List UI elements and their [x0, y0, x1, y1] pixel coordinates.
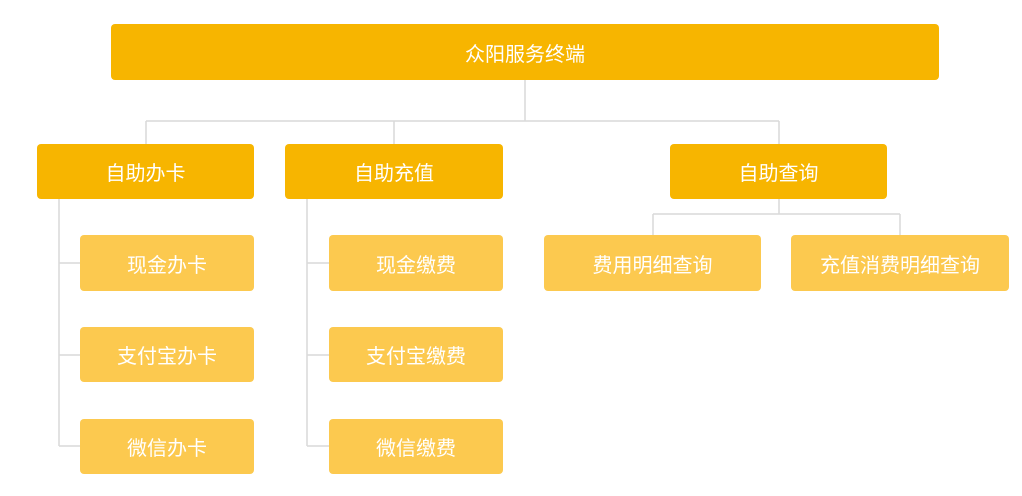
node-recharge-alipay[interactable]: 支付宝缴费 [329, 327, 503, 382]
node-query-fee-detail[interactable]: 费用明细查询 [544, 235, 761, 291]
node-query-recharge-consume-detail[interactable]: 充值消费明细查询 [791, 235, 1009, 291]
node-card-alipay[interactable]: 支付宝办卡 [80, 327, 254, 382]
node-recharge-wechat[interactable]: 微信缴费 [329, 419, 503, 474]
node-self-card[interactable]: 自助办卡 [37, 144, 254, 199]
node-self-query[interactable]: 自助查询 [670, 144, 887, 199]
root-node-service-terminal[interactable]: 众阳服务终端 [111, 24, 939, 80]
node-card-wechat[interactable]: 微信办卡 [80, 419, 254, 474]
node-card-cash[interactable]: 现金办卡 [80, 235, 254, 291]
node-self-recharge[interactable]: 自助充值 [285, 144, 503, 199]
node-recharge-cash[interactable]: 现金缴费 [329, 235, 503, 291]
